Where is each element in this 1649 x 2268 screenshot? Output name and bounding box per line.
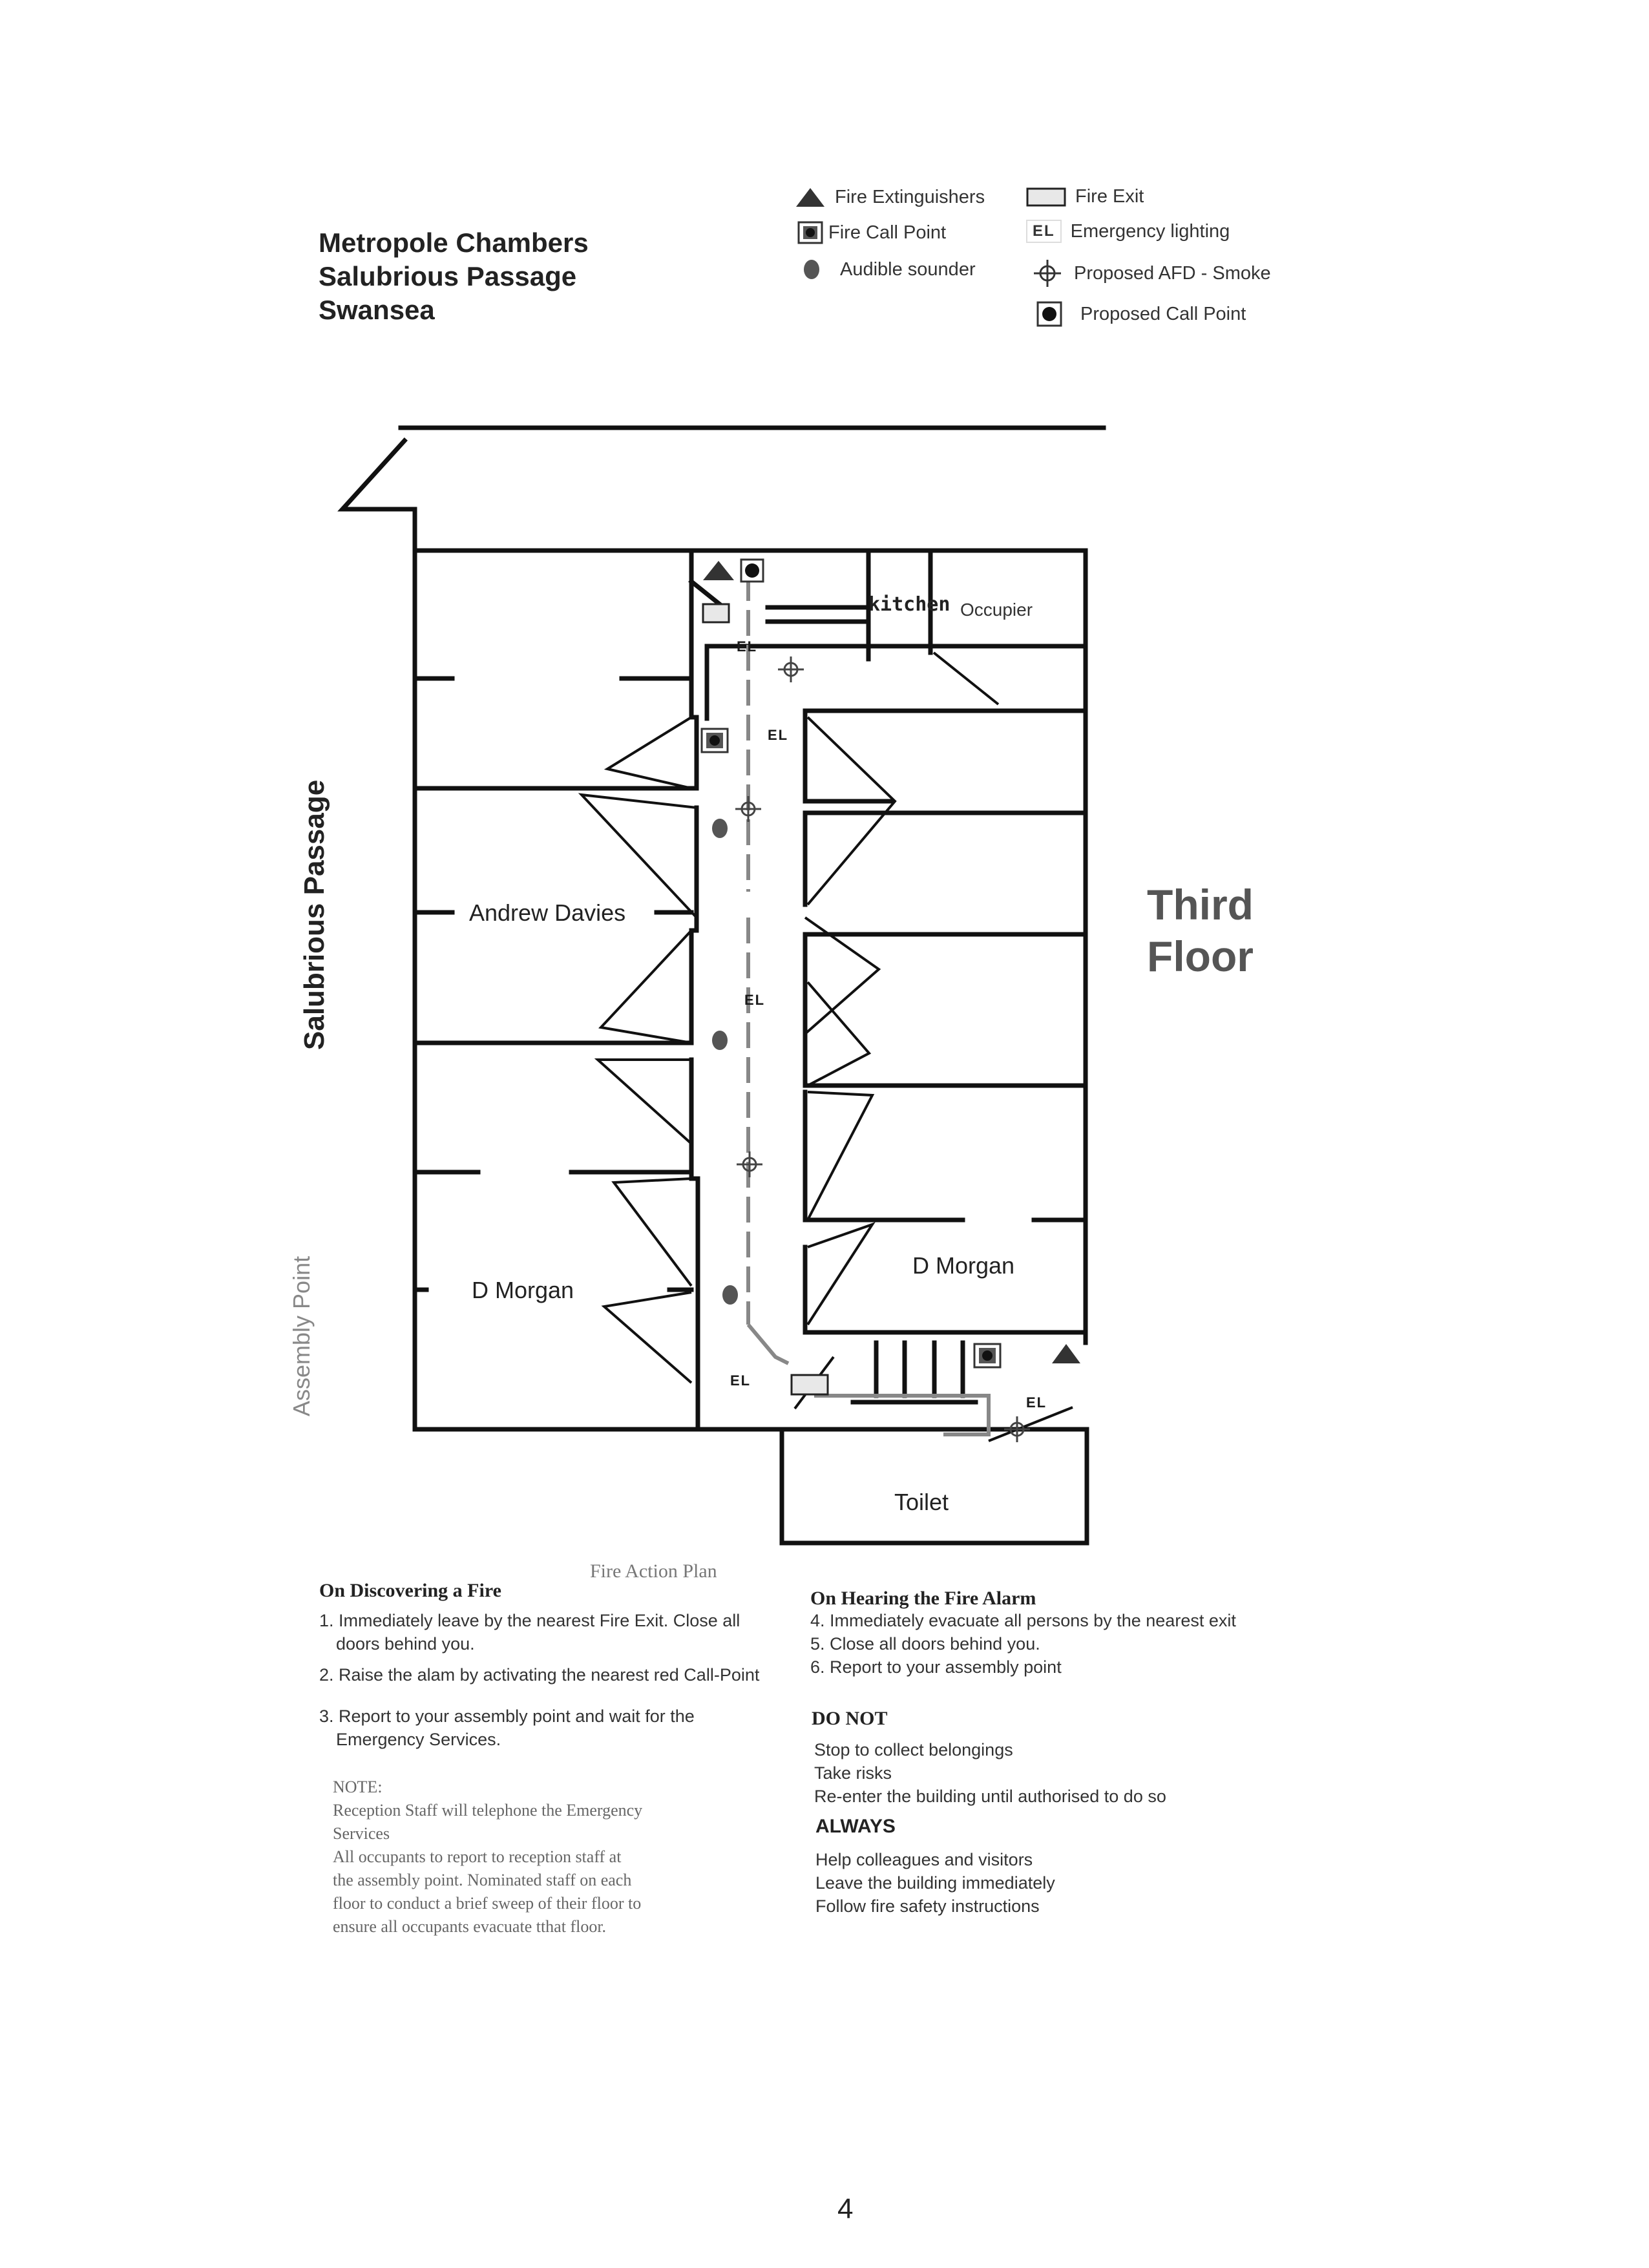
discovering-step: 2. Raise the alam by activating the near… (319, 1665, 760, 1685)
address-line-1: Metropole Chambers (319, 227, 589, 258)
el-marker: EL (1026, 1394, 1047, 1411)
floor-label: Third Floor (1147, 881, 1254, 980)
hearing-step: 6. Report to your assembly point (810, 1657, 1062, 1677)
hearing-heading: On Hearing the Fire Alarm (810, 1588, 1036, 1609)
boundary-line (337, 437, 417, 553)
legend-proposed-afd: Proposed AFD - Smoke (1033, 258, 1271, 288)
sounder-icon (804, 260, 819, 279)
address-line-2: Salubrious Passage (319, 261, 577, 291)
always-item: Leave the building immediately (815, 1873, 1055, 1893)
always-list: Help colleagues and visitors Leave the b… (815, 1848, 1055, 1918)
room-label-kitchen: kitchen (868, 593, 951, 616)
discovering-step: Emergency Services. (336, 1730, 501, 1749)
outer-wall-top-right (412, 548, 1088, 1345)
do-not-list: Stop to collect belongings Take risks Re… (814, 1738, 1166, 1808)
always-heading: ALWAYS (815, 1816, 896, 1837)
call-point-icon (797, 221, 823, 244)
call-point-marker (973, 1343, 1002, 1369)
legend-fire-exit: Fire Exit (1026, 186, 1144, 207)
room-label-toilet: Toilet (894, 1489, 949, 1515)
el-marker: EL (730, 1372, 751, 1389)
address-block: Metropole Chambers Salubrious Passage Sw… (319, 226, 589, 327)
legend-fire-call-point: Fire Call Point (797, 221, 946, 244)
el-marker: EL (768, 727, 789, 743)
discovering-step: doors behind you. (336, 1634, 475, 1654)
do-not-item: Re-enter the building until authorised t… (814, 1787, 1166, 1806)
discovering-step: 1. Immediately leave by the nearest Fire… (319, 1611, 740, 1630)
legend-emergency-lighting: EL Emergency lighting (1026, 220, 1230, 243)
room-label-occupier: Occupier (960, 600, 1033, 620)
sounder-marker (722, 1285, 738, 1305)
note-heading: NOTE: (333, 1778, 383, 1796)
fire-action-plan-title: Fire Action Plan (590, 1560, 717, 1582)
fire-extinguisher-marker (703, 561, 734, 580)
legend-audible-sounder: Audible sounder (803, 258, 976, 280)
discovering-steps: 1. Immediately leave by the nearest Fire… (319, 1609, 759, 1751)
discovering-step: 3. Report to your assembly point and wai… (319, 1706, 695, 1726)
always-item: Help colleagues and visitors (815, 1850, 1033, 1869)
fire-exit-marker (790, 1374, 829, 1396)
smoke-detector-marker (1004, 1416, 1030, 1442)
assembly-point-label: Assembly Point (288, 1255, 315, 1416)
call-point-marker (740, 558, 764, 583)
room-label-d-morgan-left: D Morgan (472, 1277, 574, 1303)
hearing-steps: 4. Immediately evacuate all persons by t… (810, 1609, 1236, 1679)
note-block: NOTE: Reception Staff will telephone the… (333, 1776, 642, 1938)
street-label: Salubrious Passage (299, 779, 330, 1050)
triangle-icon (796, 188, 824, 207)
legend-proposed-call-point: Proposed Call Point (1036, 301, 1246, 327)
fire-exit-icon (1026, 187, 1066, 206)
sounder-marker (712, 819, 728, 838)
fire-extinguisher-marker (1052, 1344, 1080, 1363)
proposed-call-point-icon (1036, 301, 1062, 327)
el-icon: EL (1026, 220, 1062, 243)
address-line-3: Swansea (319, 295, 435, 325)
hearing-step: 4. Immediately evacuate all persons by t… (810, 1611, 1236, 1630)
fire-exit-marker (702, 603, 730, 624)
sounder-marker (712, 1031, 728, 1050)
el-marker: EL (737, 638, 758, 655)
do-not-item: Take risks (814, 1763, 892, 1783)
page-number: 4 (837, 2193, 854, 2225)
smoke-detector-marker (737, 1151, 762, 1177)
smoke-detector-marker (735, 796, 761, 822)
room-label-d-morgan-right: D Morgan (912, 1252, 1015, 1279)
el-marker: EL (744, 992, 766, 1008)
do-not-heading: DO NOT (812, 1708, 888, 1729)
smoke-detector-marker (778, 656, 804, 682)
smoke-detector-icon (1034, 260, 1061, 287)
always-item: Follow fire safety instructions (815, 1896, 1040, 1916)
outer-wall-left-bottom (412, 548, 784, 1432)
toilet-wall (779, 1427, 1089, 1546)
legend-fire-extinguishers: Fire Extinguishers (795, 186, 985, 208)
discovering-heading: On Discovering a Fire (319, 1580, 501, 1601)
call-point-marker (700, 728, 729, 753)
hearing-step: 5. Close all doors behind you. (810, 1634, 1040, 1654)
room-label-andrew-davies: Andrew Davies (469, 899, 626, 926)
do-not-item: Stop to collect belongings (814, 1740, 1013, 1759)
